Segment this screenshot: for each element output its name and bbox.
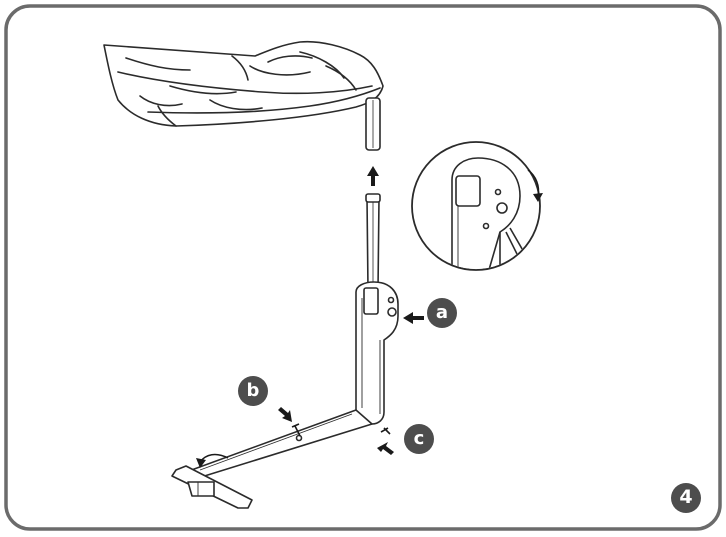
rotate-arrow-head: [196, 458, 206, 468]
arrow-b-icon: [278, 407, 292, 422]
arrow-c-icon: [377, 442, 394, 455]
callout-c: c: [404, 424, 434, 454]
upper-tube: [365, 97, 381, 151]
callout-a: a: [427, 298, 457, 328]
detail-zoom: [411, 141, 543, 271]
bassinet-fabric: [103, 40, 384, 127]
callout-b: b: [238, 376, 268, 406]
screw-c-icon: [380, 427, 391, 435]
screw-b-icon: [291, 423, 301, 437]
rotate-arrow-zoom-head: [533, 193, 543, 202]
stand-pole: [365, 193, 381, 291]
step-number-badge: 4: [671, 483, 701, 513]
up-arrow-icon: [367, 166, 379, 186]
panel-frame: [4, 4, 722, 531]
stand-leg: [171, 281, 399, 509]
arrow-a-icon: [403, 312, 424, 324]
